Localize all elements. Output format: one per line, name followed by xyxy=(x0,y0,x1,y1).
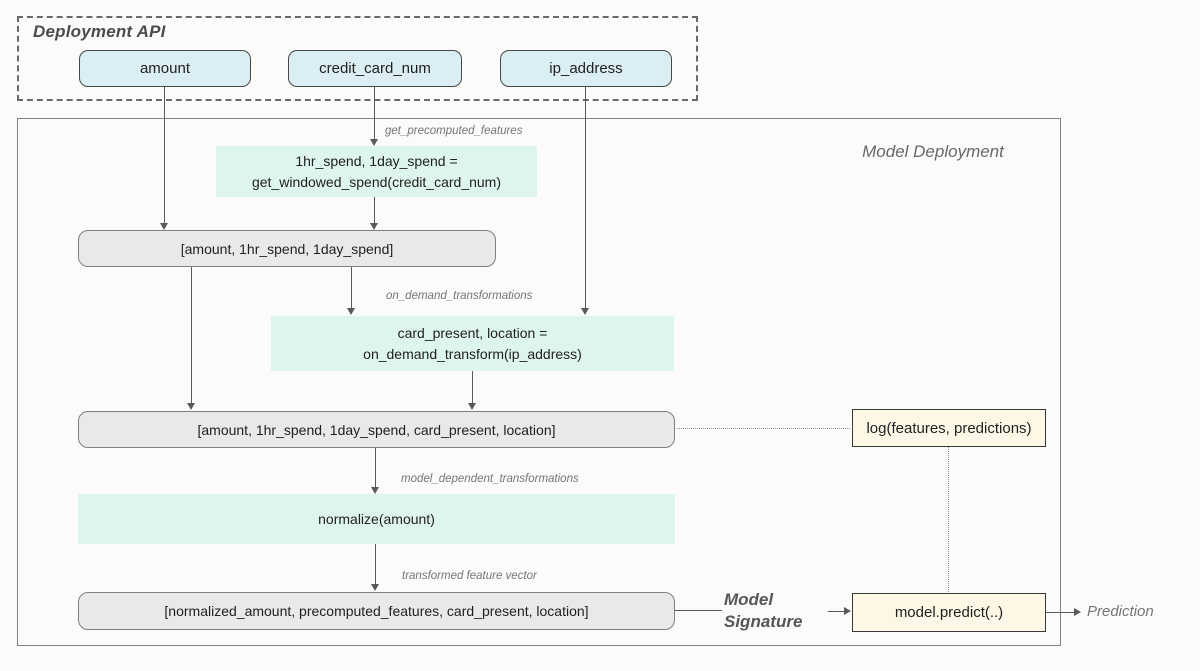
input-box-credit-card-num-label: credit_card_num xyxy=(319,60,431,77)
windowed-spend-line2: get_windowed_spend(credit_card_num) xyxy=(251,173,502,190)
arrow-ip-to-ondemand-line xyxy=(585,87,587,308)
model-signature-label: Model Signature xyxy=(724,590,803,632)
on-demand-line1: card_present, location = xyxy=(397,324,548,341)
model-predict-box: model.predict(..) xyxy=(852,593,1046,632)
model-deployment-title: Model Deployment xyxy=(862,142,1004,161)
arrow-amount-to-fv1-head xyxy=(160,223,168,230)
deployment-api-container xyxy=(17,16,698,101)
input-box-ip-address: ip_address xyxy=(500,50,672,87)
windowed-spend-box: 1hr_spend, 1day_spend = get_windowed_spe… xyxy=(216,146,537,197)
arrow-predict-to-prediction-head xyxy=(1074,608,1081,616)
arrow-fv2-to-normalize-head xyxy=(371,487,379,494)
arrow-fv1-to-ondemand-line xyxy=(351,267,353,308)
dotted-connector-log-to-predict xyxy=(948,447,949,592)
feature-vector-1-box: [amount, 1hr_spend, 1day_spend] xyxy=(78,230,496,267)
model-predict-text: model.predict(..) xyxy=(894,604,1004,621)
arrow-fv2-to-normalize-line xyxy=(375,448,377,487)
arrow-ip-to-ondemand-head xyxy=(581,308,589,315)
feature-vector-3-text: [normalized_amount, precomputed_features… xyxy=(164,603,589,619)
windowed-spend-line1: 1hr_spend, 1day_spend = xyxy=(295,152,458,169)
arrow-amount-to-fv1-line xyxy=(164,87,166,223)
get-precomputed-features-label: get_precomputed_features xyxy=(385,125,523,137)
arrow-normalize-to-fv3-head xyxy=(371,584,379,591)
arrow-windowed-to-fv1-line xyxy=(374,197,376,223)
feature-vector-2-text: [amount, 1hr_spend, 1day_spend, card_pre… xyxy=(197,421,556,438)
normalize-box: normalize(amount) xyxy=(78,494,675,544)
dotted-connector-fv2-to-log xyxy=(677,428,850,429)
model-dependent-transformations-label: model_dependent_transformations xyxy=(401,473,579,485)
on-demand-transform-box: card_present, location = on_demand_trans… xyxy=(271,316,674,371)
arrow-normalize-to-fv3-line xyxy=(375,544,377,584)
arrow-credit-to-windowed-line xyxy=(374,87,376,139)
log-box: log(features, predictions) xyxy=(852,409,1046,447)
prediction-label: Prediction xyxy=(1087,603,1154,620)
feature-vector-1-text: [amount, 1hr_spend, 1day_spend] xyxy=(180,240,394,257)
arrow-windowed-to-fv1-head xyxy=(370,223,378,230)
input-box-credit-card-num: credit_card_num xyxy=(288,50,462,87)
normalize-text: normalize(amount) xyxy=(318,510,435,527)
arrow-fv1-to-ondemand-head xyxy=(347,308,355,315)
input-box-ip-address-label: ip_address xyxy=(549,60,623,77)
arrow-fv1-to-fv2-head xyxy=(187,403,195,410)
on-demand-line2: on_demand_transform(ip_address) xyxy=(363,345,582,362)
arrow-signature-to-predict-line xyxy=(828,611,844,613)
connector-fv3-to-signature xyxy=(675,610,722,612)
deployment-api-title: Deployment API xyxy=(33,22,166,41)
feature-vector-3-box: [normalized_amount, precomputed_features… xyxy=(78,592,675,630)
arrow-ondemand-to-fv2-head xyxy=(468,403,476,410)
arrow-signature-to-predict-head xyxy=(844,607,851,615)
transformed-feature-vector-label: transformed feature vector xyxy=(402,570,537,582)
input-box-amount-label: amount xyxy=(139,60,191,77)
log-box-text: log(features, predictions) xyxy=(866,419,1032,437)
arrow-ondemand-to-fv2-line xyxy=(472,371,474,403)
on-demand-transformations-label: on_demand_transformations xyxy=(386,290,533,302)
model-deployment-container xyxy=(17,118,1061,646)
input-box-amount: amount xyxy=(79,50,251,87)
feature-vector-2-box: [amount, 1hr_spend, 1day_spend, card_pre… xyxy=(78,411,675,448)
arrow-predict-to-prediction-line xyxy=(1046,612,1074,614)
arrow-credit-to-windowed-head xyxy=(370,139,378,146)
arrow-fv1-to-fv2-line xyxy=(191,267,193,403)
